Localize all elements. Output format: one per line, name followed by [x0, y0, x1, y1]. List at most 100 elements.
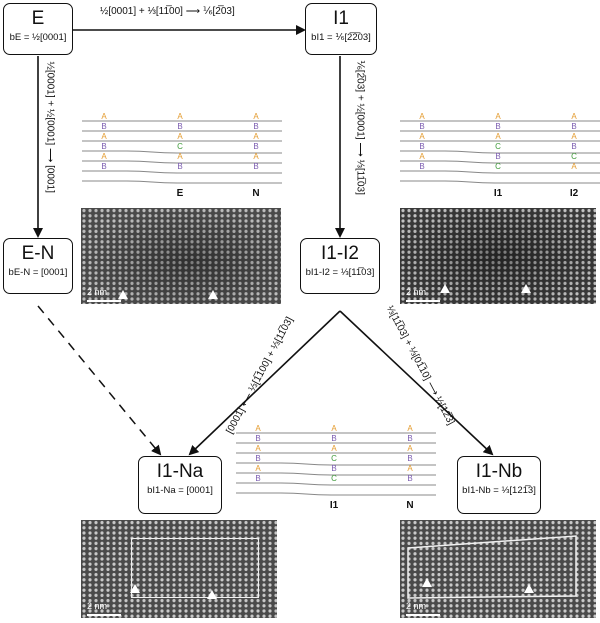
stacking-letter: A: [177, 152, 183, 161]
stacking-letter: B: [407, 474, 412, 483]
stacking-label: E: [177, 188, 184, 198]
layer-line: [400, 160, 600, 164]
stacking-letter: B: [253, 122, 258, 131]
scale-bar: [87, 300, 121, 302]
layer-line: [236, 472, 436, 476]
stacking-letter: A: [255, 464, 261, 473]
stacking-letter: A: [253, 152, 259, 161]
edge-i1i2-to-i1na: [188, 310, 341, 456]
stacking-letter: B: [571, 142, 576, 151]
stacking-letter: B: [495, 122, 500, 131]
node-i1na-name: I1-Na: [156, 461, 204, 482]
scale-label: 2 nm: [87, 601, 108, 611]
stacking-letter: A: [407, 424, 413, 433]
stacking-letter: B: [253, 162, 258, 171]
node-i1: I1 bI1 = ⅙[2̅2̅03]: [305, 3, 377, 55]
node-e-name: E: [31, 8, 45, 29]
stacking-letter: C: [571, 152, 577, 161]
layer-line: [400, 150, 600, 154]
scale-bar: [87, 614, 121, 616]
layer-line: [82, 150, 282, 154]
stacking-letter: A: [419, 112, 425, 121]
stacking-letter: B: [255, 454, 260, 463]
node-i1nb-name: I1-Nb: [475, 461, 523, 482]
layer-line: [236, 492, 436, 496]
edge-i1i2-to-i1nb: [339, 310, 494, 456]
stacking-letter: A: [177, 112, 183, 121]
marker-triangle: [521, 284, 531, 293]
stacking-letter: B: [419, 162, 424, 171]
stacking-letter: A: [101, 112, 107, 121]
stacking-letter: B: [177, 122, 182, 131]
layer-line: [82, 160, 282, 164]
stacking-letter: A: [255, 444, 261, 453]
tem-image-e-n: 2 nm: [81, 208, 281, 304]
stacking-letter: B: [253, 142, 258, 151]
layer-line: [236, 482, 436, 486]
stacking-letter: C: [331, 454, 337, 463]
stacking-letter: A: [255, 424, 261, 433]
node-i1na-burgers: bI1-Na = [0001]: [147, 485, 213, 496]
tem-image-i1-nb: 2 nm: [400, 520, 596, 618]
stacking-letter: A: [253, 112, 259, 121]
edge-en-to-i1na: [37, 305, 162, 456]
marker-triangle: [130, 584, 140, 593]
marker-triangle: [422, 578, 432, 587]
region-frame: [131, 538, 259, 598]
stacking-letter: A: [407, 444, 413, 453]
tem-image-i1-i2: 2 nm: [400, 208, 596, 304]
node-i1i2-name: I1-I2: [320, 243, 360, 264]
node-i1-name: I1: [333, 8, 349, 29]
stacking-letter: B: [419, 122, 424, 131]
stacking-letter: A: [495, 132, 501, 141]
stacking-letter: B: [419, 142, 424, 151]
stacking-letter: A: [571, 112, 577, 121]
stacking-letter: A: [495, 112, 501, 121]
node-en: E-N bE-N = [0001]: [3, 238, 73, 294]
stacking-label: I1: [330, 500, 339, 511]
node-e: E bE = ½[0001]: [3, 3, 73, 55]
scale-label: 2 nm: [406, 287, 427, 297]
stacking-letter: A: [571, 162, 577, 171]
stacking-letter: A: [331, 444, 337, 453]
stacking-letter: B: [407, 454, 412, 463]
node-e-burgers: bE = ½[0001]: [9, 32, 67, 43]
edge-label-e-i1: ½[0001] + ⅓[11̅00] ⟶ ⅙[2̅03]: [100, 6, 235, 17]
stacking-letter: B: [101, 122, 106, 131]
edge-label-e-en: ½[0001] + ½[0001] ⟶ [0001]: [44, 61, 56, 193]
marker-triangle: [208, 290, 218, 299]
stacking-letter: A: [419, 132, 425, 141]
stacking-letter: B: [177, 162, 182, 171]
stacking-letter: A: [571, 132, 577, 141]
stacking-letter: A: [331, 424, 337, 433]
stacking-letter: C: [331, 474, 337, 483]
layer-line: [400, 180, 600, 184]
stacking-letter: A: [407, 464, 413, 473]
stacking-label: N: [406, 500, 413, 511]
stacking-letter: B: [495, 152, 500, 161]
stacking-letter: B: [407, 434, 412, 443]
stacking-letter: B: [331, 464, 336, 473]
tem-image-i1-na: 2 nm: [81, 520, 277, 618]
node-i1nb: I1-Nb bI1-Nb = ⅓[121̅3]: [457, 456, 541, 514]
layer-line: [82, 170, 282, 174]
node-i1i2-burgers: bI1-I2 = ⅓[11̅03]: [305, 267, 375, 278]
node-i1nb-burgers: bI1-Nb = ⅓[121̅3]: [462, 485, 536, 496]
stacking-label: I2: [570, 188, 579, 198]
stacking-label: I1: [494, 188, 503, 198]
stacking-letter: B: [255, 474, 260, 483]
stacking-letter: B: [101, 162, 106, 171]
marker-triangle: [524, 584, 534, 593]
node-en-name: E-N: [21, 243, 55, 264]
stacking-letter: B: [571, 122, 576, 131]
scale-bar: [406, 300, 440, 302]
node-i1i2: I1-I2 bI1-I2 = ⅓[11̅03]: [300, 238, 380, 294]
node-i1-burgers: bI1 = ⅙[2̅2̅03]: [311, 32, 371, 43]
stacking-letter: B: [331, 434, 336, 443]
stacking-letter: C: [495, 142, 501, 151]
stacking-letter: A: [419, 152, 425, 161]
